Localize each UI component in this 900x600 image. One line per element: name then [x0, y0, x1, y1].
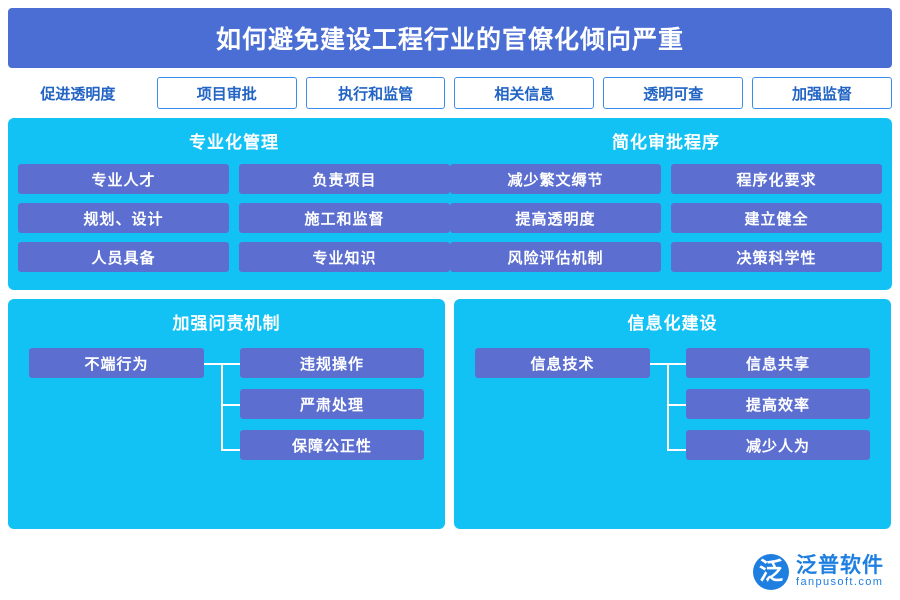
- bottom-panel-0-tree: 不端行为 违规操作 严肃处理 保障公正性: [18, 348, 435, 460]
- mid-box-0-0-0[interactable]: 专业人才: [18, 164, 229, 194]
- mid-panel: 泛 泛普软件 专业化管理 专业人才 规划、设计 人员具备 负责项目 施工和监督 …: [8, 118, 892, 330]
- bottom-panel-0-heading: 加强问责机制: [172, 314, 281, 333]
- mid-box-1-1-0[interactable]: 程序化要求: [671, 164, 882, 194]
- bottom-panel-0-child-0[interactable]: 违规操作: [240, 348, 424, 378]
- mid-box-1-1-2[interactable]: 决策科学性: [671, 242, 882, 272]
- bottom-panel-1-child-0[interactable]: 信息共享: [686, 348, 870, 378]
- bottom-panel-0-children: 违规操作 严肃处理 保障公正性: [240, 348, 424, 460]
- tree-connector-icon-1: [650, 363, 686, 451]
- mid-box-0-1-2[interactable]: 专业知识: [239, 242, 450, 272]
- mid-box-0-0-1[interactable]: 规划、设计: [18, 203, 229, 233]
- bottom-panel-0-root[interactable]: 不端行为: [29, 348, 204, 378]
- mid-column-1-group-1: 程序化要求 建立健全 决策科学性: [671, 164, 882, 272]
- mid-column-1-group-0: 减少繁文缛节 提高透明度 风险评估机制: [450, 164, 661, 272]
- page-title: 如何避免建设工程行业的官僚化倾向严重: [215, 26, 684, 54]
- mid-box-0-0-2[interactable]: 人员具备: [18, 242, 229, 272]
- mid-box-1-1-1[interactable]: 建立健全: [671, 203, 882, 233]
- brand-name-cn: 泛普软件: [796, 554, 884, 578]
- bottom-panel-1-children: 信息共享 提高效率 减少人为: [686, 348, 870, 460]
- bottom-panel-1-tree: 信息技术 信息共享 提高效率 减少人为: [464, 348, 881, 460]
- bottom-panel-1: 信息化建设 信息技术 信息共享 提高效率 减少人为: [454, 299, 891, 529]
- chip-item-0[interactable]: 促进透明度: [8, 77, 148, 109]
- brand-logo: 泛 泛普软件 fanpusoft.com: [753, 554, 884, 590]
- mid-column-1-heading: 简化审批程序: [612, 133, 720, 152]
- chip-item-4[interactable]: 透明可查: [603, 77, 744, 109]
- bottom-panel-1-root[interactable]: 信息技术: [475, 348, 650, 378]
- bottom-panel-0-child-1[interactable]: 严肃处理: [240, 389, 424, 419]
- bottom-panel-0-root-wrap: 不端行为: [29, 348, 204, 460]
- chip-item-1[interactable]: 项目审批: [156, 77, 297, 109]
- mid-box-0-1-1[interactable]: 施工和监督: [239, 203, 450, 233]
- mid-column-0-group-0: 专业人才 规划、设计 人员具备: [18, 164, 229, 272]
- chip-item-3[interactable]: 相关信息: [454, 77, 595, 109]
- brand-name-en: fanpusoft.com: [796, 576, 884, 589]
- bottom-row: 加强问责机制 不端行为 违规操作 严肃处理 保障公正性 信息化建设: [8, 299, 892, 529]
- bottom-panel-1-child-2[interactable]: 减少人为: [686, 430, 870, 460]
- mid-column-0-heading: 专业化管理: [189, 133, 279, 152]
- tree-connector-icon-0: [204, 363, 240, 451]
- mid-box-1-0-2[interactable]: 风险评估机制: [450, 242, 661, 272]
- bottom-panel-1-heading: 信息化建设: [627, 314, 718, 333]
- bottom-panel-0: 加强问责机制 不端行为 违规操作 严肃处理 保障公正性: [8, 299, 445, 529]
- page-title-bar: 如何避免建设工程行业的官僚化倾向严重: [8, 8, 892, 68]
- chip-item-2[interactable]: 执行和监管: [305, 77, 446, 109]
- chip-item-5[interactable]: 加强监督: [752, 77, 892, 109]
- mid-box-1-0-0[interactable]: 减少繁文缛节: [450, 164, 661, 194]
- bottom-panel-1-root-wrap: 信息技术: [475, 348, 650, 460]
- bottom-panel-1-child-1[interactable]: 提高效率: [686, 389, 870, 419]
- brand-logo-icon: 泛: [753, 554, 789, 590]
- chip-row: 促进透明度 项目审批 执行和监管 相关信息 透明可查 加强监督: [8, 77, 892, 109]
- mid-column-1: 简化审批程序 减少繁文缛节 提高透明度 风险评估机制 程序化要求 建立健全 决策…: [450, 128, 882, 272]
- mid-column-0: 专业化管理 专业人才 规划、设计 人员具备 负责项目 施工和监督 专业知识: [18, 128, 450, 272]
- mid-box-1-0-1[interactable]: 提高透明度: [450, 203, 661, 233]
- bottom-panel-0-child-2[interactable]: 保障公正性: [240, 430, 424, 460]
- mid-box-0-1-0[interactable]: 负责项目: [239, 164, 450, 194]
- mid-column-0-group-1: 负责项目 施工和监督 专业知识: [239, 164, 450, 272]
